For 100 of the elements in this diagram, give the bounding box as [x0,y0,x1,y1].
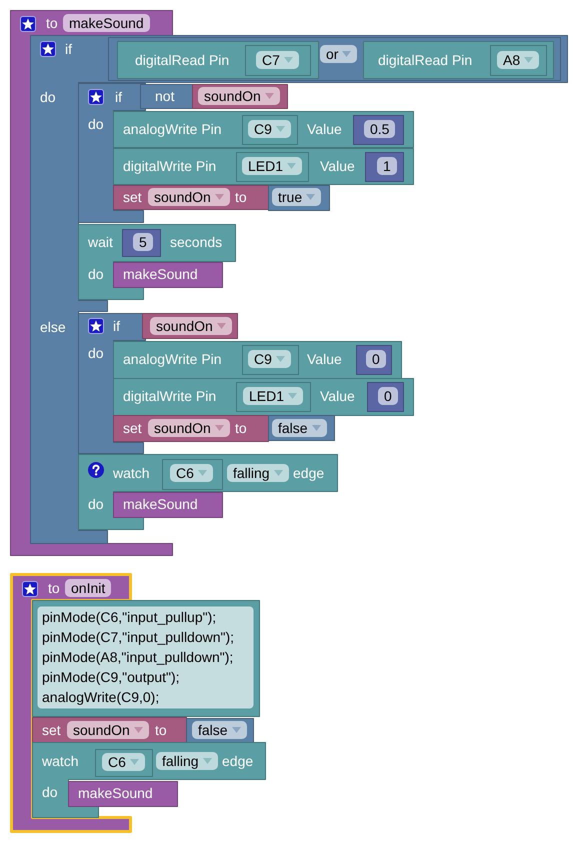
block-label: if [65,40,72,58]
block-label: to [46,14,58,32]
if-else-block [30,34,568,544]
block-label: do [42,783,58,801]
digital-write-block [112,148,414,184]
block-label: Value [320,157,355,175]
analog-write-block [112,110,414,148]
block-label: if [115,88,122,106]
block-label: watch [42,752,79,770]
number-block [366,382,404,412]
boolean-block [268,414,334,440]
number-block [122,228,160,256]
dropdown: C7 [256,51,299,69]
block-label: Value [307,350,342,368]
watch-block [32,742,266,818]
number-block [356,344,392,374]
dropdown: falling [227,464,289,482]
function-call-block [112,262,222,288]
block-label: seconds [170,233,222,251]
block-label: digitalWrite Pin [123,157,216,175]
number-field: 0.5 [364,120,396,138]
boolean-block [268,184,330,210]
code-line: pinMode(A8,"input_pulldown"); [42,648,234,666]
block-label: set [123,419,142,437]
dropdown: C9 [248,120,291,138]
dropdown: true [272,188,322,206]
number-block [364,152,404,182]
set-variable-block [112,184,268,210]
block-label: to [48,579,60,597]
block-label: analogWrite Pin [123,350,222,368]
digital-write-block [112,378,414,416]
block-label: do [88,344,104,362]
variable-block [192,84,288,108]
block-label: watch [113,464,150,482]
dropdown: C9 [248,350,291,368]
block-label: digitalRead Pin [378,51,472,69]
variable-block [142,312,238,338]
digital-read-block [116,40,318,78]
code-line: pinMode(C9,"output"); [42,668,180,686]
block-label: else [40,318,66,336]
block-label: digitalWrite Pin [123,387,216,405]
dropdown: soundOn [198,87,280,105]
dropdown: false [192,721,247,739]
set-variable-block [112,414,268,442]
boolean-block [186,718,254,742]
block-label: do [88,115,104,133]
pin-block [242,344,298,374]
wait-block [78,224,236,300]
block-label: if [113,317,120,335]
text-field: makeSound [63,14,150,32]
dropdown: LED1 [243,387,304,405]
block-label: do [88,495,104,513]
block-label: do [40,88,56,106]
dropdown: soundOn [148,419,230,437]
digital-read-block [362,40,554,78]
dropdown: C6 [170,464,213,482]
set-variable-block [32,716,186,742]
code-line: analogWrite(C9,0); [42,688,160,706]
pin-block [236,152,308,182]
dropdown: A8 [497,51,540,69]
dropdown: false [272,419,327,437]
block-label: to [155,721,167,739]
block-label: not [155,87,174,105]
number-block [352,114,404,144]
block-label: to [235,188,247,206]
pin-block [242,114,298,144]
dropdown: falling [156,752,218,770]
function-call-block [112,492,222,518]
dropdown: soundOn [67,721,149,739]
code-block [32,600,260,716]
dropdown: soundOn [150,317,232,335]
number-field: 5 [133,233,153,251]
analog-write-block [112,340,402,378]
pin-block [490,44,546,76]
block-label: analogWrite Pin [123,120,222,138]
block-label: to [235,419,247,437]
block-label: do [88,265,104,283]
block-label: set [42,721,61,739]
block-label: makeSound [123,265,198,283]
or-block [108,36,560,80]
dropdown: LED1 [242,157,302,175]
function-call-block [68,780,178,806]
text-field: onInit [65,579,112,597]
watch-block [78,454,338,530]
block-label: makeSound [78,784,153,802]
block-label: Value [307,120,342,138]
pin-block [162,458,222,490]
number-field: 0 [378,387,398,405]
block-label: wait [88,233,113,251]
block-label: set [123,188,142,206]
code-line: pinMode(C7,"input_pulldown"); [42,628,234,646]
pin-block [94,748,152,776]
code-line: pinMode(C6,"input_pullup"); [42,608,216,626]
block-label: edge [293,464,324,482]
pin-block [236,382,310,412]
dropdown: soundOn [148,188,230,206]
block-label: edge [222,752,254,770]
dropdown: C6 [102,753,145,771]
block-label: Value [320,387,355,405]
block-label: digitalRead Pin [135,51,230,69]
